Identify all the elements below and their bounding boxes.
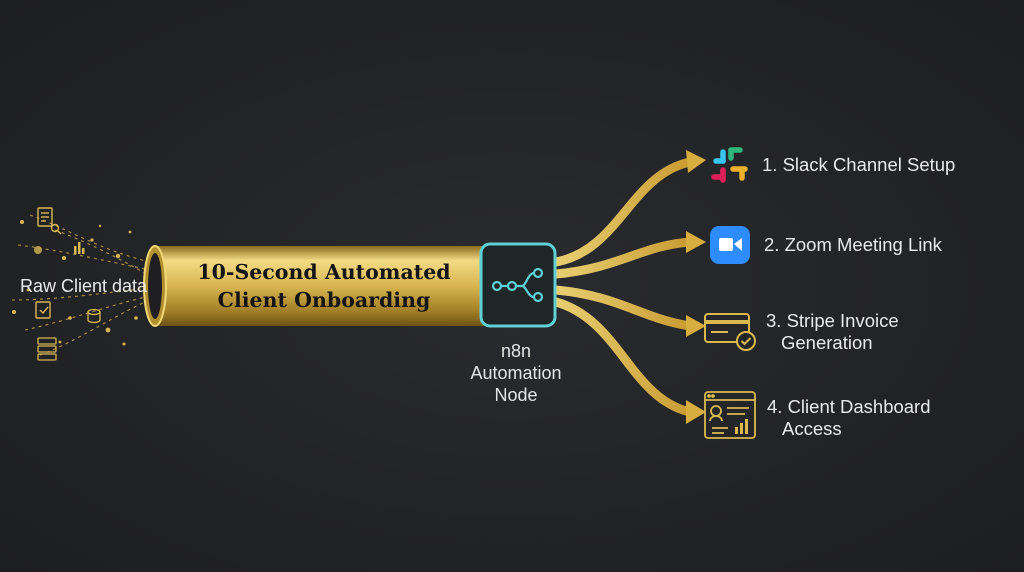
- data-particles: [12, 220, 138, 346]
- flow-branch-icon: [491, 267, 544, 303]
- output-dashboard-label-line2: Access: [782, 418, 842, 439]
- output-stripe-label: 3. Stripe Invoice: [766, 310, 899, 331]
- arrow-heads: [686, 150, 706, 424]
- data-stream-lines: [11, 214, 151, 356]
- arrow-to-slack: [551, 157, 695, 267]
- output-zoom-label: 2. Zoom Meeting Link: [764, 234, 942, 255]
- bar-chart-icon: [74, 242, 85, 254]
- arrow-to-zoom: [551, 237, 695, 279]
- node-label-line1: n8n: [500, 341, 532, 361]
- report-icon: [37, 207, 62, 235]
- raw-client-data-label: Raw Client data: [20, 276, 148, 296]
- arrow-to-stripe: [551, 285, 695, 331]
- onboarding-pipe: [143, 245, 495, 327]
- arrow-to-dashboard: [551, 297, 695, 417]
- output-dashboard-label: 4. Client Dashboard: [767, 396, 931, 417]
- slack-icon: [711, 147, 748, 183]
- database-icon: [87, 308, 101, 324]
- output-stripe-label-line2: Generation: [781, 332, 873, 353]
- pipe-title: 10-Second Automated Client Onboarding: [168, 258, 480, 314]
- dashboard-bars: [735, 419, 748, 434]
- automation-node-label: n8n Automation Node: [446, 340, 586, 406]
- output-arrows: [551, 157, 695, 417]
- pipe-title-line1: 10-Second Automated: [197, 260, 451, 284]
- server-stack-icon: [37, 337, 57, 361]
- node-label-line3: Node: [494, 385, 538, 405]
- dashboard-icon: [704, 391, 756, 439]
- node-label-line2: Automation: [470, 363, 562, 383]
- invoice-card-icon: [704, 313, 756, 351]
- file-check-icon: [35, 301, 51, 319]
- zoom-icon: [710, 226, 750, 264]
- pipe-title-line2: Client Onboarding: [217, 288, 431, 312]
- output-slack-label: 1. Slack Channel Setup: [762, 154, 956, 175]
